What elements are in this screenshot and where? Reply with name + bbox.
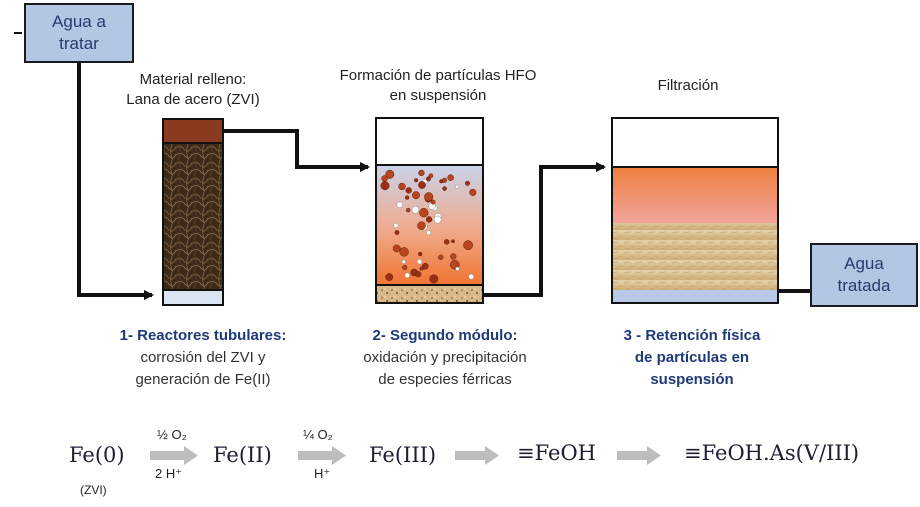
hfo-particle: [405, 207, 411, 213]
hfo-particle: [385, 273, 394, 281]
species-feoh: ≡FeOH: [517, 441, 596, 465]
hfo-particle: [385, 169, 395, 179]
step-3: 3 - Retención física de partículas en su…: [582, 325, 802, 391]
hfo-particle: [425, 216, 433, 223]
hfo-particle: [398, 182, 406, 191]
agua-tratada-box: Agua tratada: [810, 243, 918, 307]
hfo-particle: [430, 199, 436, 205]
hfo-particle: [418, 169, 425, 177]
hfo-particle: [463, 240, 473, 251]
step-3-desc-line1: de partículas en: [634, 349, 750, 366]
hfo-particle: [438, 254, 444, 260]
hfo-particle: [428, 173, 434, 179]
reaction-arrow-2: [298, 446, 346, 465]
step-3-title: 3 - Retención física: [623, 327, 761, 344]
arrow1-bottom-label: 2 H⁺: [155, 466, 183, 481]
step-3-desc-line2: suspensión: [650, 371, 734, 388]
species-fe3: Fe(III): [369, 443, 437, 467]
hfo-particle: [429, 274, 439, 284]
white-particle: [455, 184, 460, 189]
filter-caption: Filtración: [618, 76, 758, 96]
step-1-desc-line1: corrosión del ZVI y: [140, 349, 266, 366]
hfo-particle: [419, 208, 429, 218]
hfo-particle: [405, 187, 412, 194]
step-2-title: 2- Segundo módulo:: [372, 327, 518, 344]
step-2: 2- Segundo módulo: oxidación y precipita…: [330, 325, 560, 391]
hfo-particles: [380, 169, 477, 284]
hfo-particle: [417, 221, 426, 230]
agua-a-tratar-line2: tratar: [59, 34, 99, 53]
hfo-particle: [415, 271, 422, 278]
hfo-particle: [451, 239, 455, 244]
tubular-reactor: [162, 118, 224, 306]
hfo-particle: [422, 262, 429, 270]
reactor-caption-line2: Lana de acero (ZVI): [126, 91, 260, 108]
step-2-desc-line1: oxidación y precipitación: [363, 349, 527, 366]
hfo-particle: [394, 230, 400, 235]
hfo-particle: [392, 244, 401, 253]
hfo-particle: [402, 264, 408, 271]
flow-line-hfo-to-filter: [483, 162, 606, 297]
hfo-caption-line2: en suspensión: [389, 87, 487, 104]
hfo-particle: [380, 181, 390, 191]
hfo-particle: [399, 247, 409, 257]
arrow1-top-label: ½ O₂: [157, 427, 187, 442]
hfo-caption-line1: Formación de partículas HFO: [339, 67, 537, 84]
fe0-note: (ZVI): [80, 483, 107, 497]
hfo-particle: [424, 192, 434, 202]
white-particle: [401, 259, 406, 264]
white-particle: [433, 215, 442, 224]
reaction-arrow-3: [455, 446, 499, 465]
arrow2-top-label: ¼ O₂: [303, 427, 333, 442]
hfo-particle: [404, 195, 410, 200]
white-particle: [455, 266, 460, 271]
hfo-particle: [419, 266, 424, 271]
species-feoh-as: ≡FeOH.As(V/III): [684, 441, 860, 465]
white-particle: [416, 259, 423, 265]
reaction-arrow-4: [617, 446, 661, 465]
hfo-particle: [418, 251, 423, 257]
white-particle: [396, 201, 403, 208]
hfo-particle: [450, 253, 457, 260]
flow-line-inlet: [77, 62, 154, 300]
hfo-particle: [439, 179, 444, 184]
hfo-particle: [425, 176, 431, 182]
hfo-particle: [465, 180, 470, 186]
flow-line-reactor-to-hfo: [223, 129, 370, 172]
agua-a-tratar-box: Agua a tratar: [24, 3, 134, 63]
agua-tratada-line2: tratada: [837, 276, 891, 295]
arrow2-bottom-label: H⁺: [314, 466, 331, 481]
hfo-caption: Formación de partículas HFO en suspensió…: [318, 66, 558, 106]
filter-module: [611, 117, 779, 304]
hfo-particle: [469, 188, 477, 196]
white-particle: [426, 230, 432, 236]
hfo-particle: [442, 186, 447, 191]
hfo-particle: [414, 178, 419, 183]
species-fe2: Fe(II): [213, 443, 272, 467]
hfo-particle: [412, 191, 420, 200]
reaction-arrows: [150, 446, 661, 465]
hfo-particle: [418, 181, 426, 189]
step-1: 1- Reactores tubulares: corrosión del ZV…: [88, 325, 318, 391]
white-particle: [404, 272, 410, 278]
agua-tratada-line1: Agua: [844, 254, 884, 273]
filter-caption-line1: Filtración: [657, 77, 719, 94]
step-2-desc-line2: de especies férricas: [378, 371, 512, 388]
species-fe0: Fe(0): [69, 443, 125, 467]
step-1-desc-line2: generación de Fe(II): [135, 371, 271, 388]
step-1-title: 1- Reactores tubulares:: [119, 327, 287, 344]
reaction-arrow-1: [150, 446, 198, 465]
reactor-caption-line1: Material relleno:: [139, 71, 247, 88]
hfo-particle: [447, 174, 454, 181]
agua-a-tratar-line1: Agua a: [52, 12, 106, 31]
hfo-particle: [443, 239, 450, 245]
reactor-caption: Material relleno: Lana de acero (ZVI): [93, 70, 293, 110]
white-particle: [468, 273, 475, 280]
white-particle: [411, 206, 420, 214]
white-particle: [393, 222, 399, 228]
hfo-module: [375, 117, 484, 304]
hfo-particle: [381, 175, 388, 182]
